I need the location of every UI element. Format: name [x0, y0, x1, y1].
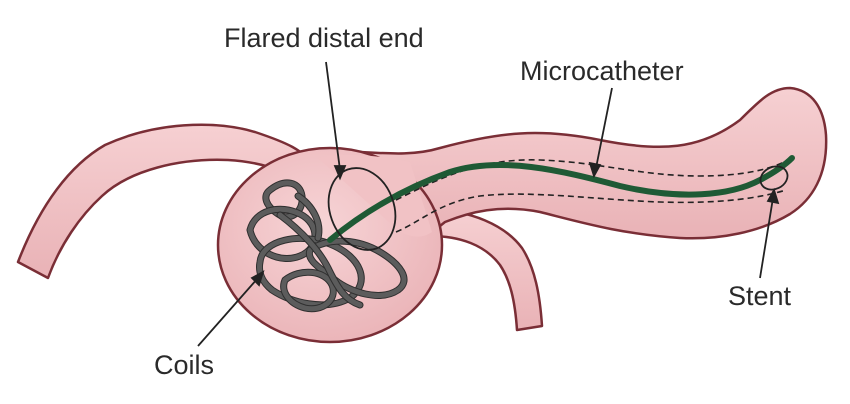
- parent-artery: [308, 86, 828, 240]
- callouts: [197, 61, 780, 347]
- flared-distal-end-marker: [327, 167, 397, 251]
- stent-outline-upper: [395, 159, 789, 201]
- aneurysm-neck: [318, 155, 432, 237]
- stent-outline-lower: [395, 189, 787, 233]
- lower-branch-artery: [428, 208, 544, 332]
- coils-mass: [246, 179, 408, 313]
- label-coils: Coils: [154, 350, 215, 380]
- label-microcatheter: Microcatheter: [520, 56, 684, 86]
- label-stent: Stent: [728, 281, 792, 311]
- stent-end-marker: [759, 165, 789, 191]
- label-flared-distal-end: Flared distal end: [224, 23, 424, 53]
